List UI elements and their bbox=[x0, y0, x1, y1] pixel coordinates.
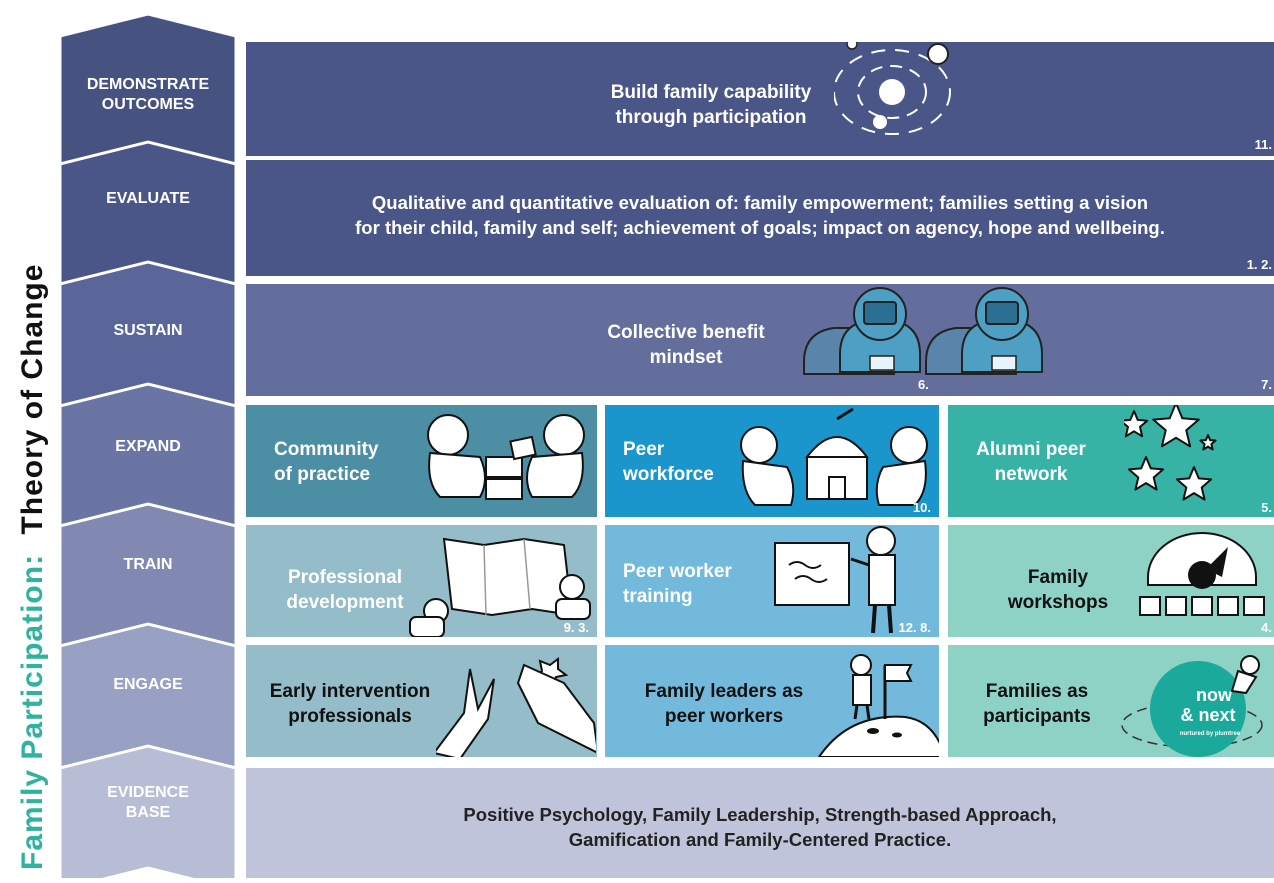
stars-icon bbox=[1124, 405, 1217, 501]
train-ref: 9. 3. bbox=[563, 620, 589, 635]
expand-ref: 5. bbox=[1261, 500, 1272, 515]
astronaut-group-icon bbox=[803, 287, 1043, 375]
expand-cell-alumni: Alumni peer network 5. bbox=[948, 405, 1274, 517]
logo-now: now bbox=[1196, 685, 1233, 705]
title-prefix: Family Participation: bbox=[16, 554, 49, 870]
now-next-logo: now & next nurtured by plumtree bbox=[1121, 655, 1263, 757]
demonstrate-line2: through participation bbox=[615, 107, 807, 128]
evidence-line2: Gamification and Family-Centered Practic… bbox=[568, 829, 952, 850]
demonstrate-band: Build family capability through particip… bbox=[246, 42, 1274, 156]
demonstrate-line1: Build family capability bbox=[610, 82, 812, 103]
evidence-line1: Positive Psychology, Family Leadership, … bbox=[463, 804, 1057, 825]
train-ref: 4. bbox=[1261, 620, 1272, 635]
evidence-band: Positive Psychology, Family Leadership, … bbox=[246, 768, 1274, 878]
expand-cell-line2: workforce bbox=[623, 464, 714, 485]
engage-cell-line1: Families as bbox=[985, 681, 1089, 702]
train-cell-line2: workshops bbox=[1007, 592, 1109, 613]
sustain-band: Collective benefit mindset 6. 7. bbox=[246, 284, 1274, 396]
stage-label: TRAIN bbox=[124, 556, 173, 573]
sustain-ref-a: 6. bbox=[918, 377, 929, 392]
train-cell-professional: Professional development 9. 3. bbox=[246, 525, 597, 637]
engage-cell-line2: participants bbox=[983, 706, 1091, 727]
expand-cell-line1: Community bbox=[274, 439, 379, 460]
train-cell-line1: Family bbox=[1027, 567, 1089, 588]
evaluate-line2: for their child, family and self; achiev… bbox=[355, 217, 1165, 238]
train-cell-line1: Peer worker bbox=[623, 561, 732, 582]
moon-flag-icon bbox=[817, 654, 939, 757]
title-suffix: Theory of Change bbox=[16, 264, 49, 535]
demonstrate-ref: 11. bbox=[1254, 137, 1272, 152]
star-icon bbox=[1152, 405, 1200, 448]
stage-label: EXPAND bbox=[115, 438, 181, 455]
engage-cell-families: Families as participants now & next nurt… bbox=[948, 645, 1274, 757]
whiteboard-icon bbox=[774, 526, 896, 634]
star-icon bbox=[1124, 410, 1149, 438]
observatory-icon bbox=[740, 407, 928, 506]
stage-chevron bbox=[58, 12, 238, 166]
stage-label: ENGAGE bbox=[113, 676, 183, 693]
sustain-line1: Collective benefit bbox=[607, 322, 765, 343]
expand-ref: 10. bbox=[912, 500, 931, 515]
expand-cell-community: Community of practice bbox=[246, 405, 597, 517]
engage-cell-line1: Early intervention bbox=[269, 681, 431, 702]
logo-tagline: nurtured by plumtree bbox=[1180, 731, 1241, 737]
engage-cell-line1: Family leaders as bbox=[644, 681, 804, 702]
expand-cell-peer-workforce: Peer workforce 10. bbox=[605, 405, 939, 517]
train-cell-peer-training: Peer worker training 12. 8. bbox=[605, 525, 939, 637]
train-cell-workshops: Family workshops 4. bbox=[948, 525, 1274, 637]
evaluate-line1: Qualitative and quantitative evaluation … bbox=[371, 192, 1149, 213]
svg-text:Family Participation: Th: Family Participation: Theory of Change bbox=[16, 264, 49, 870]
evaluate-band: Qualitative and quantitative evaluation … bbox=[246, 160, 1274, 276]
star-icon bbox=[1175, 466, 1213, 501]
stage-label: EVALUATE bbox=[106, 190, 190, 207]
evaluate-ref: 1. 2. bbox=[1246, 257, 1272, 272]
engage-cell-line2: peer workers bbox=[664, 706, 784, 727]
expand-cell-line1: Peer bbox=[623, 439, 665, 460]
engage-cell-line2: professionals bbox=[288, 706, 412, 727]
expand-cell-line1: Alumni peer bbox=[976, 439, 1086, 460]
star-icon bbox=[1127, 456, 1165, 491]
train-cell-line1: Professional bbox=[287, 567, 403, 588]
astronauts-sharing-icon bbox=[427, 414, 585, 500]
expand-cell-line2: network bbox=[994, 464, 1068, 485]
engage-cell-family-leaders: Family leaders as peer workers bbox=[605, 645, 939, 757]
train-ref: 12. 8. bbox=[898, 620, 931, 635]
expand-cell-line2: of practice bbox=[274, 464, 371, 485]
train-cell-line2: training bbox=[623, 586, 693, 607]
logo-next: & next bbox=[1180, 705, 1235, 725]
stage-label: SUSTAIN bbox=[113, 322, 182, 339]
sustain-ref-b: 7. bbox=[1261, 377, 1272, 392]
gauge-icon bbox=[1139, 532, 1265, 616]
map-icon bbox=[409, 537, 591, 637]
engage-cell-professionals: Early intervention professionals bbox=[246, 645, 597, 757]
sustain-line2: mindset bbox=[649, 347, 723, 368]
diagram-title: Family Participation: Theory of Change bbox=[0, 0, 60, 878]
star-icon bbox=[1199, 434, 1217, 451]
orbit-icon bbox=[834, 42, 951, 135]
hands-star-icon bbox=[436, 657, 596, 757]
train-cell-line2: development bbox=[286, 592, 404, 613]
